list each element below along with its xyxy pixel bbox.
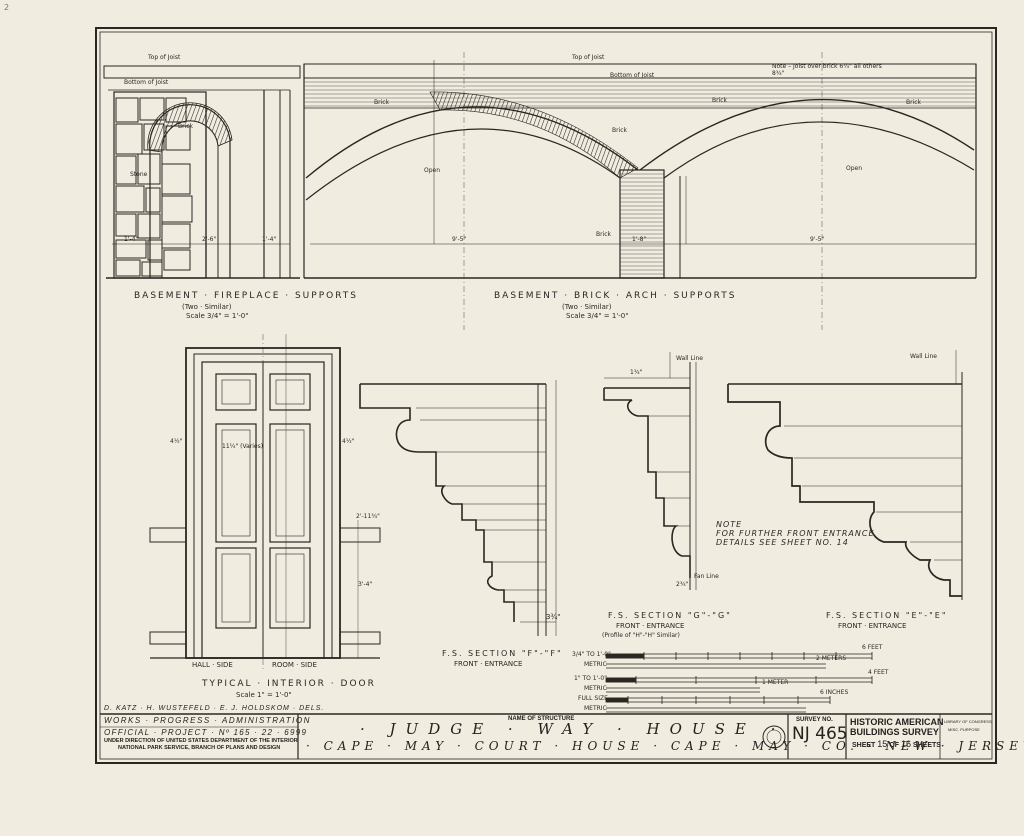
fp-dim-3: 1'-4" [262,236,277,243]
hab-line-2: BUILDINGS SURVEY [850,727,939,737]
section-ff-title: F.S. SECTION "F"-"F" [442,649,563,658]
fp-brick-label: Brick [178,123,194,130]
arch-brick-label-3: Brick [712,97,728,104]
fireplace-title: BASEMENT · FIREPLACE · SUPPORTS [134,291,359,301]
section-gg-wall-line: Wall Line [676,355,703,362]
arch-open-label-1: Open [424,167,441,174]
arch-dim-2: 1'-8" [632,236,647,243]
section-ee-subtitle: FRONT · ENTRANCE [838,622,907,630]
fp-top-of-joist-label: Top of Joist [148,54,181,61]
scale-row-4: METRIC [584,685,607,692]
sheet-total: 16 [900,739,911,749]
arch-subtitle: (Two · Similar) [562,303,612,311]
arch-scale: Scale 3/4" = 1'-0" [566,312,629,320]
fireplace-scale: Scale 3/4" = 1'-0" [186,312,249,320]
door-dim-bottom: 3'-4" [358,581,373,588]
scale-mark-4ft: 4 FEET [868,669,889,676]
arch-brick-label-5: Brick [596,231,612,238]
survey-no-label: SURVEY NO. [796,717,833,723]
door-title: TYPICAL · INTERIOR · DOOR [202,679,376,689]
scale-row-5: FULL SIZE [578,695,608,702]
sheet-number: 15 [877,739,888,749]
service: NATIONAL PARK SERVICE, BRANCH OF PLANS A… [118,745,281,751]
scale-mark-6in: 6 INCHES [820,689,849,696]
fp-bottom-of-joist-label: Bottom of Joist [124,79,169,86]
scale-mark-6ft: 6 FEET [862,644,883,651]
arch-bottom-of-joist-label: Bottom of Joist [610,72,655,79]
scale-row-2: METRIC [584,661,607,668]
section-gg-dim-1: 1¾" [630,369,643,376]
arch-brick-label-4: Brick [906,99,922,106]
door-scale: Scale 1" = 1'-0" [236,691,292,699]
corner-mark: 2 [4,3,10,12]
section-gg-title: F.S. SECTION "G"-"G" [608,611,732,620]
graphic-scales [605,652,873,713]
interior-door-drawing [149,334,381,670]
brick-arch-support-drawing [303,52,977,330]
arch-top-of-joist-label: Top of Joist [572,54,605,61]
scale-row-1: 3/4" TO 1'-0" [572,651,611,658]
scale-row-6: METRIC [584,705,607,712]
arch-dim-3: 9'-5" [810,236,825,243]
arch-brick-label-2: Brick [612,127,628,134]
section-gg-profile-note: (Profile of "H"-"H" Similar) [602,632,680,639]
section-gg-dim-2: 2¾" [676,581,689,588]
section-gg-fan-line: Fan Line [694,573,719,580]
survey-number: NJ 465 [792,724,848,744]
scale-row-3: 1" TO 1'-0" [574,675,607,682]
structure-name: · JUDGE · WAY · HOUSE · [360,720,786,738]
section-ff-subtitle: FRONT · ENTRANCE [454,660,523,668]
section-gg-drawing [603,352,697,590]
section-ff-drawing [359,380,557,636]
sheet-of: OF [889,742,899,749]
door-dim-top: 2'-11¾" [356,513,380,520]
arch-dim-1: 9'-5" [452,236,467,243]
loc-line-2: MISC. PURPOSE [948,727,980,732]
agency: WORKS · PROGRESS · ADMINISTRATION [104,716,311,725]
fireplace-support-drawing [103,65,301,279]
arch-title: BASEMENT · BRICK · ARCH · SUPPORTS [494,291,737,301]
section-gg-subtitle: FRONT · ENTRANCE [616,622,685,630]
direction: UNDER DIRECTION OF UNITED STATES DEPARTM… [104,738,298,744]
door-dim-left: 4½" [170,438,183,445]
fp-stone-label: Stone [130,171,148,178]
fireplace-subtitle: (Two · Similar) [182,303,232,311]
drawn-by: D. KATZ · H. WUSTEFELD · E. J. HOLDSKOM … [104,705,325,712]
hab-line-1: HISTORIC AMERICAN [850,717,944,727]
door-hall-side: HALL · SIDE [192,661,233,669]
name-of-structure-label: NAME OF STRUCTURE [508,716,575,722]
door-dim-right: 4½" [342,438,355,445]
arch-open-label-2: Open [846,165,863,172]
section-ee-wall-line: Wall Line [910,353,937,360]
front-entrance-note: NOTE FOR FURTHER FRONT ENTRANCE DETAILS … [716,520,875,548]
section-ee-drawing [727,350,963,600]
scale-mark-2m: 2 METERS [816,655,847,662]
section-ee-title: F.S. SECTION "E"-"E" [826,611,948,620]
fp-dim-2: 2'-6" [202,236,217,243]
arch-brick-label-1: Brick [374,99,390,106]
sheets-label: SHEETS [912,742,941,749]
scale-mark-1m: 1 METER [762,679,789,686]
sheet-prefix: SHEET [852,742,876,749]
structure-location: · CAPE · MAY · COURT · HOUSE · CAPE · MA… [306,739,1024,753]
door-dim-panel: 11¼" (Varies) [222,443,264,450]
title-block-frame [100,713,992,759]
sheet-info: SHEET 15 OF 16 SHEETS [852,739,941,750]
fp-dim-1: 1'-4" [124,236,139,243]
project-number: OFFICIAL · PROJECT · Nº 165 · 22 · 6999 [104,728,308,737]
section-ff-dim: 3¾" [546,613,561,621]
door-room-side: ROOM · SIDE [272,661,317,669]
loc-line-1: LIBRARY OF CONGRESS [944,719,992,724]
arch-note: Note – Joist over brick 6¼" all others 8… [772,63,882,78]
